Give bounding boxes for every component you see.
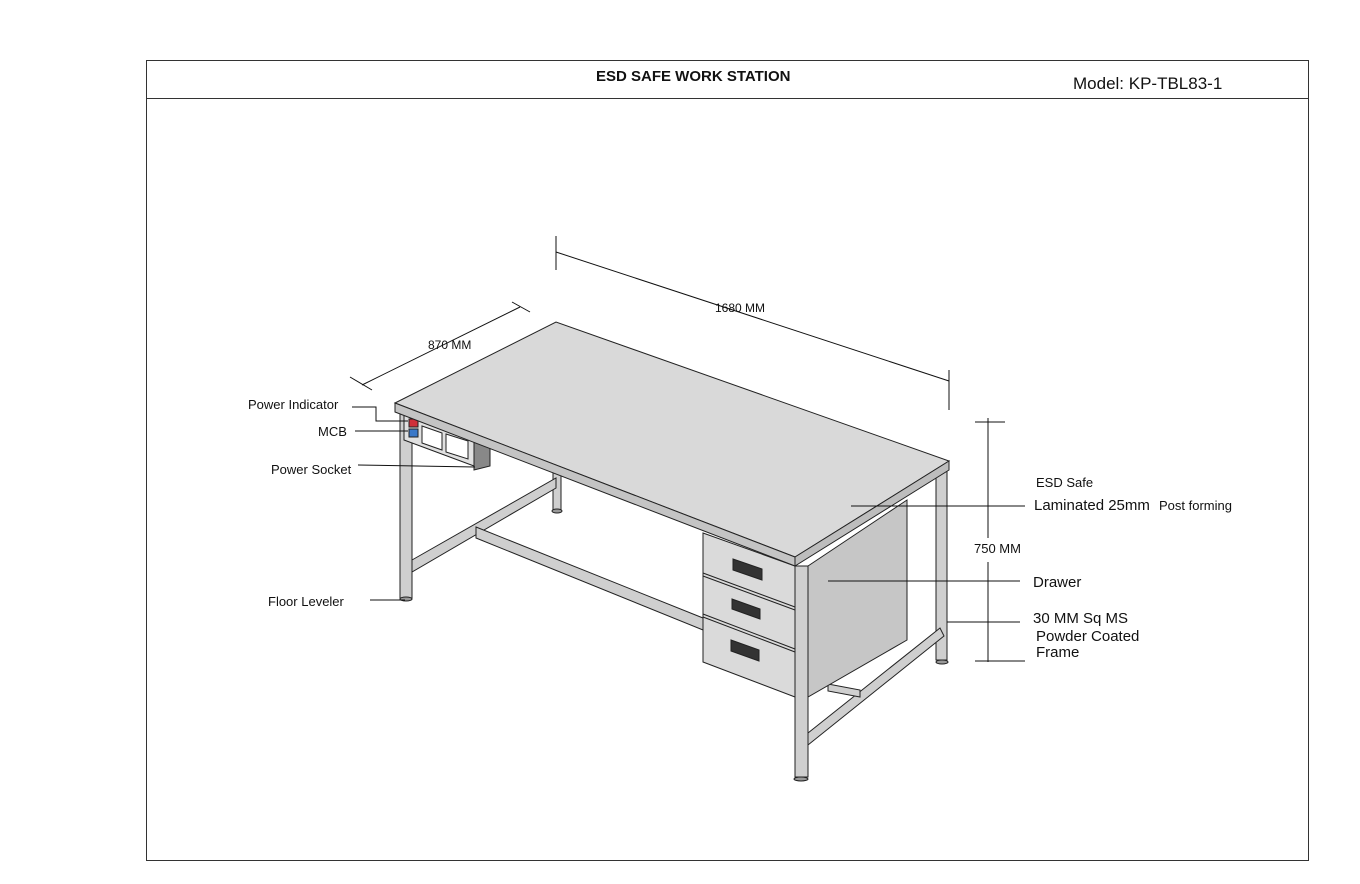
height-dimension: 750 MM [974, 541, 1021, 556]
label-frame-size: 30 MM Sq MS [1033, 610, 1129, 627]
mcb-switch [408, 428, 419, 438]
label-floor-leveler: Floor Leveler [268, 594, 344, 609]
floor-leveler-front-right [793, 776, 809, 782]
drawer-divider [702, 572, 796, 608]
label-laminated: Laminated 25mm [1034, 497, 1150, 514]
drawer-handle [732, 558, 763, 581]
power-socket [421, 425, 443, 451]
drawer-divider [702, 613, 796, 650]
back-crossbar [827, 683, 861, 698]
label-drawer: Drawer [1033, 574, 1082, 591]
length-dimension-line [555, 251, 950, 382]
dim-tick [349, 376, 373, 391]
floor-leveler-back-left [551, 508, 563, 514]
table-top-side-edge [794, 460, 950, 567]
length-dimension: 1680 MM [715, 301, 766, 315]
label-power-indicator: Power Indicator [248, 397, 339, 412]
label-mcb: MCB [318, 424, 347, 439]
leader-lines [352, 406, 1025, 623]
label-esd-safe: ESD Safe [1036, 475, 1094, 490]
width-dimension: 870 MM [428, 338, 472, 352]
drawing-title: ESD SAFE WORK STATION [596, 68, 791, 85]
model-number: Model: KP-TBL83-1 [1073, 74, 1223, 93]
dim-tick [511, 301, 531, 313]
width-dimension-line [361, 306, 521, 386]
center-stretcher [475, 526, 704, 631]
header-divider [146, 98, 1308, 99]
front-right-leg [794, 565, 809, 778]
floor-leveler-back-right [935, 659, 949, 665]
power-socket [445, 433, 469, 460]
label-power-socket: Power Socket [271, 462, 352, 477]
label-frame: Frame [1036, 644, 1080, 661]
drawer-divider [702, 616, 796, 653]
label-frame-coating: Powder Coated [1036, 628, 1140, 645]
dimension-lines [349, 236, 1025, 662]
drawer-handle [730, 639, 760, 662]
drawer-handles [730, 558, 763, 662]
drawer-handle [731, 598, 761, 620]
drawing-frame [146, 60, 1309, 861]
drawer-divider [702, 575, 796, 611]
label-post-forming: Post forming [1159, 498, 1232, 513]
